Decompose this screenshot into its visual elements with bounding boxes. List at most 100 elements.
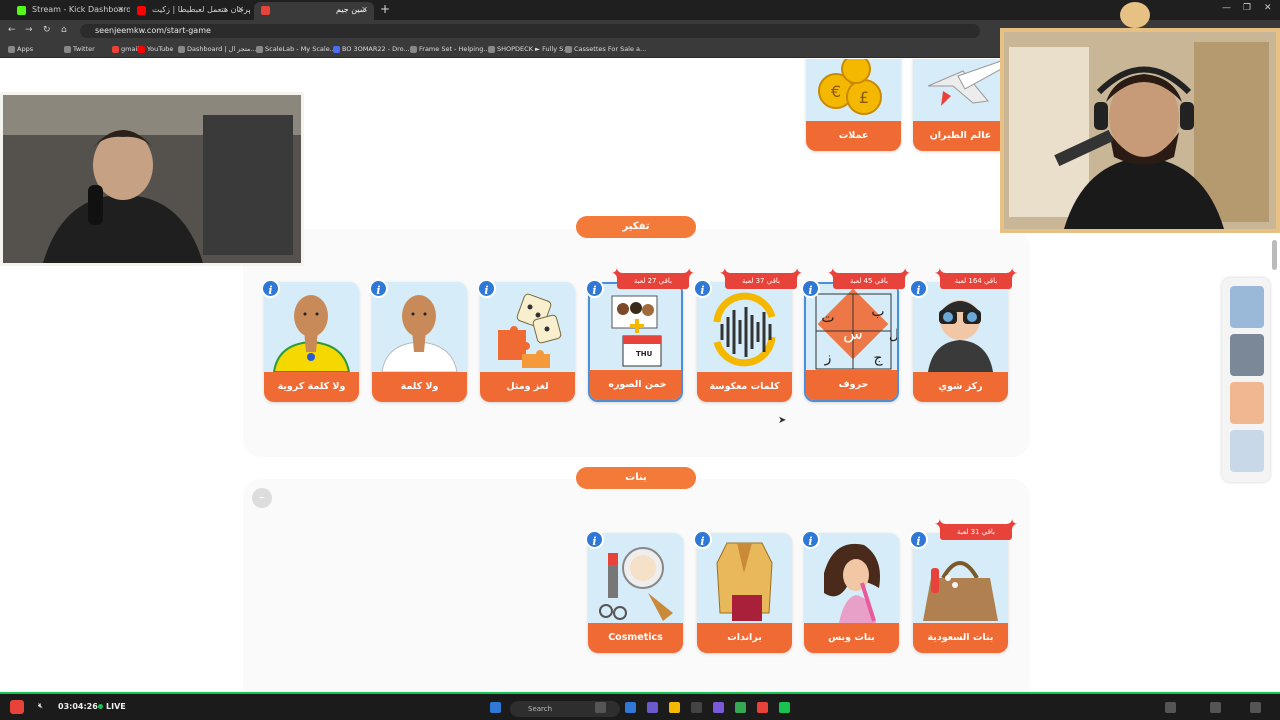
tray-icon[interactable] [1165,702,1176,713]
category-card[interactable]: ولا كلمة [372,282,467,402]
tab-youtube[interactable]: مهرجان هتعمل لعبطيطا | زكيت ✕ [130,2,250,20]
games-left-badge: باقي 37 لعبة [719,266,803,289]
category-card[interactable]: لغز ومثل [480,282,575,402]
app-icon[interactable] [713,702,724,713]
makeup-icon [588,533,683,623]
category-card[interactable]: كلمات معكوسة [697,282,792,402]
forward-icon[interactable]: → [25,25,33,35]
close-window-icon[interactable]: ✕ [1264,3,1272,13]
edge-icon[interactable] [625,702,636,713]
info-icon[interactable]: i [369,279,388,298]
bookmark-item[interactable]: ScaleLab - My Scale... [256,44,336,55]
photo-collage-icon [590,284,681,374]
tab-title: مهرجان هتعمل لعبطيطا | زكيت [152,5,250,14]
mute-icon[interactable]: 🔇︎ [38,701,44,710]
stream-timer: 03:04:26 [58,702,98,711]
info-icon[interactable]: i [909,279,928,298]
tab-kick-dashboard[interactable]: Stream - Kick Dashboard ✕ [10,2,130,20]
pause-icon[interactable] [10,700,24,714]
kick-icon[interactable] [779,702,790,713]
close-icon[interactable]: ✕ [237,5,244,14]
info-icon[interactable]: i [909,530,928,549]
bookmark-item[interactable]: Frame Set - Helping... [410,44,490,55]
info-icon[interactable]: i [585,279,604,298]
category-card[interactable]: ب ت س ج ز ل حروف [804,282,899,402]
back-icon[interactable]: ← [8,25,16,35]
scroll-preview-widget[interactable] [1222,278,1270,482]
scrollbar-thumb[interactable] [1272,240,1277,270]
home-icon[interactable]: ⌂ [61,25,67,35]
svg-text:£: £ [859,88,869,107]
apps-icon [8,46,15,53]
notification-icon[interactable] [1250,702,1261,713]
folder-icon[interactable] [669,702,680,713]
svg-text:ب: ب [871,304,884,320]
tab-title: سين جيم [336,5,367,14]
football-silent-man-icon [264,282,359,372]
info-icon[interactable]: i [693,279,712,298]
bookmark-item[interactable]: Twitter [64,44,95,55]
info-icon[interactable]: i [801,530,820,549]
preview-thumb[interactable] [1230,334,1264,376]
webcam-overlay-right [1000,28,1280,233]
category-card-coins[interactable]: € £ عملات [806,59,901,151]
info-icon[interactable]: i [801,279,820,298]
tab-title: Stream - Kick Dashboard [32,5,130,14]
tab-seenjeem[interactable]: سين جيم ✕ [254,2,374,20]
kick-icon [17,6,26,15]
frame-icon [410,46,417,53]
bookmark-item[interactable]: Cassettes For Sale a... [565,44,646,55]
dice-puzzle-icon [480,282,575,372]
url-field[interactable]: seenjeemkw.com/start-game [80,24,980,38]
section-title: بنات [576,467,696,489]
bookmark-item[interactable]: SHOPDECK ► Fully S... [488,44,569,55]
svg-text:ت: ت [821,310,834,326]
card-label: ركز شوي [913,372,1008,402]
bookmark-item[interactable]: Apps [8,44,33,55]
settings-icon[interactable] [691,702,702,713]
category-card[interactable]: براندات [697,533,792,653]
category-card[interactable]: بنات السعودية [913,533,1008,653]
bookmark-item[interactable]: BO 3OMAR22 - Dro... [333,44,410,55]
category-card[interactable]: THU خمن الصوره [588,282,683,402]
new-tab-icon[interactable]: + [380,2,391,16]
info-icon[interactable]: i [477,279,496,298]
reload-icon[interactable]: ↻ [43,25,51,35]
preview-thumb[interactable] [1230,382,1264,424]
taskbar-search[interactable]: Search [510,701,620,717]
webcam-feed-image [3,95,301,263]
bo-icon [333,46,340,53]
info-icon[interactable]: i [261,279,280,298]
info-icon[interactable]: i [693,530,712,549]
address-bar: ← → ↻ ⌂ seenjeemkw.com/start-game [0,20,1280,42]
category-card[interactable]: ولا كلمة كروية [264,282,359,402]
minimize-icon[interactable]: — [1222,3,1231,13]
category-card[interactable]: Cosmetics [588,533,683,653]
bookmark-item[interactable]: Dashboard | متجر ال... [178,44,257,55]
network-icon[interactable] [1210,702,1221,713]
chrome-icon[interactable] [735,702,746,713]
close-icon[interactable]: ✕ [117,5,124,14]
dashboard-icon [178,46,185,53]
card-label: ولا كلمة [372,372,467,402]
preview-thumb[interactable] [1230,286,1264,328]
collapse-button[interactable]: – [252,488,272,508]
card-label: Cosmetics [588,623,683,653]
preview-thumb[interactable] [1230,430,1264,472]
letters-grid-icon: ب ت س ج ز ل [806,284,897,374]
task-view-icon[interactable] [595,702,606,713]
teams-icon[interactable] [647,702,658,713]
bookmark-item[interactable]: YouTube [138,44,173,55]
svg-text:€: € [831,82,841,101]
category-card[interactable]: بنات وبس [804,533,899,653]
category-card-aviation[interactable]: عالم الطيران [913,59,1008,151]
obs-icon[interactable] [757,702,768,713]
bookmark-item[interactable]: gmail [112,44,139,55]
info-icon[interactable]: i [585,530,604,549]
close-icon[interactable]: ✕ [361,5,368,14]
windows-start-icon[interactable] [490,702,501,713]
browser-tab-bar: Stream - Kick Dashboard ✕ مهرجان هتعمل ل… [0,0,1280,20]
maximize-icon[interactable]: ❐ [1243,3,1252,13]
card-label: عملات [806,121,901,151]
category-card[interactable]: ركز شوي [913,282,1008,402]
